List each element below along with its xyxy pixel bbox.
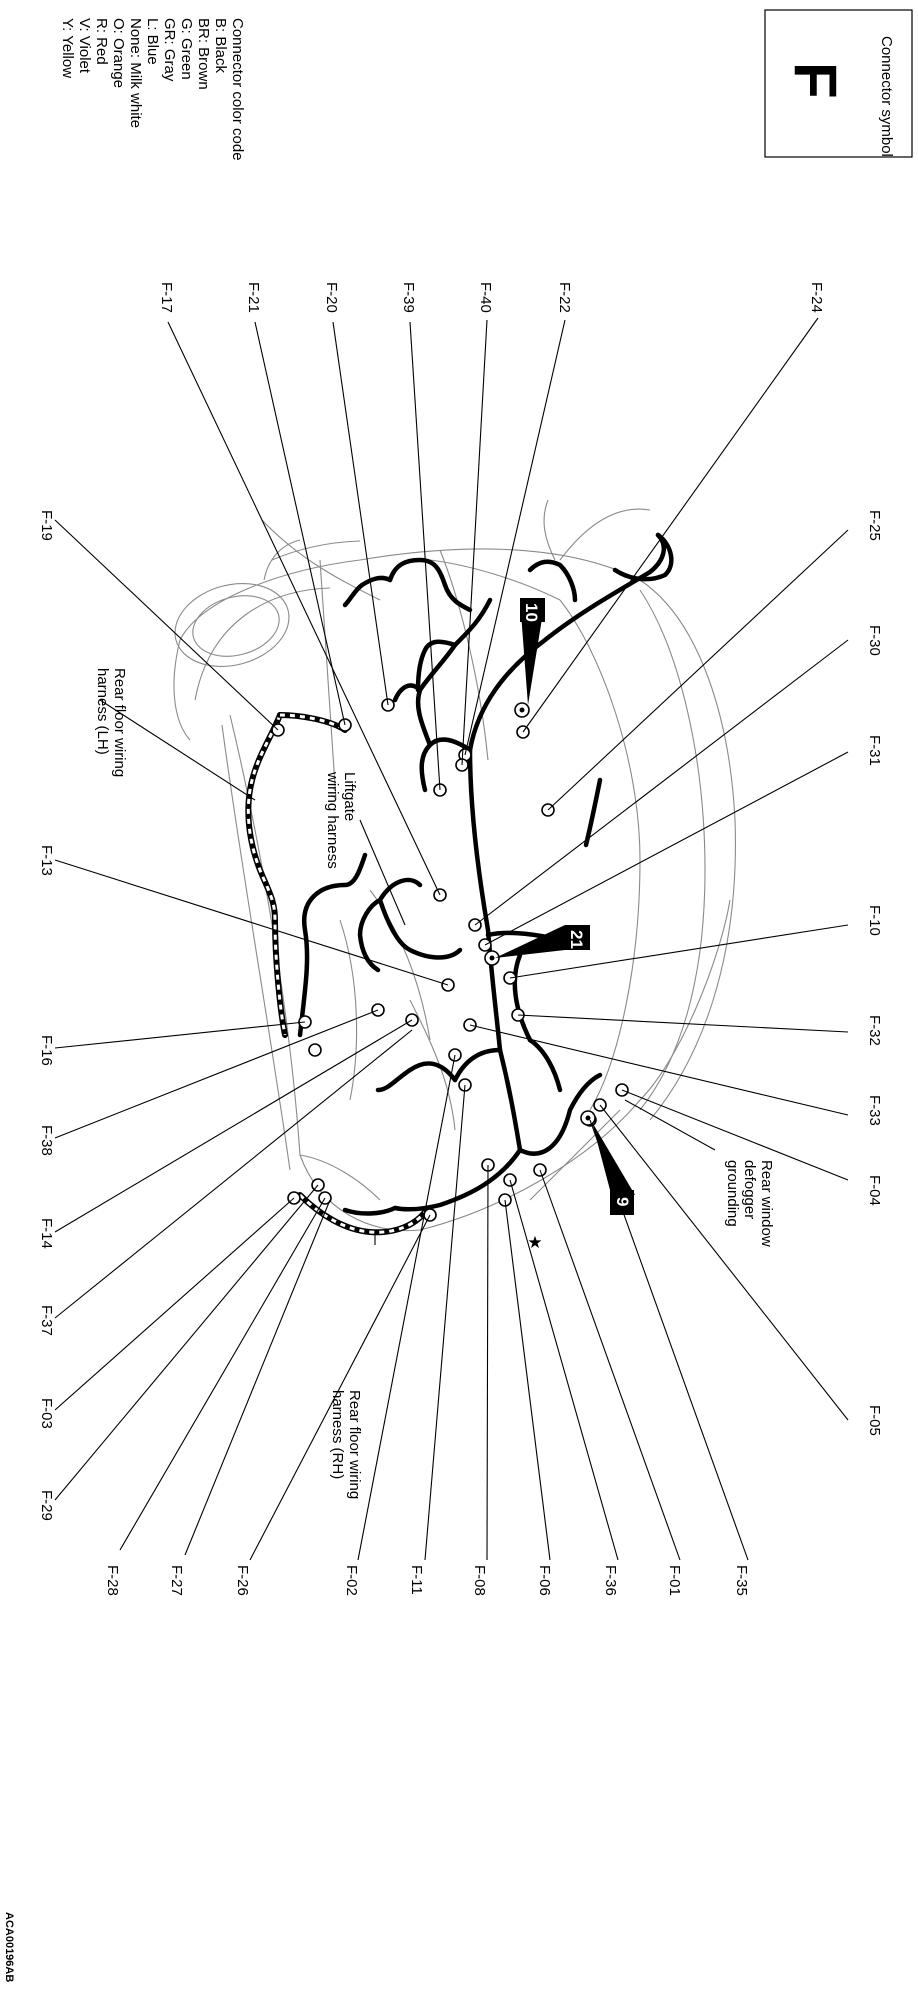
- label-f33: F-33: [866, 1095, 883, 1126]
- rear-floor-lh-dashed: [245, 712, 348, 1038]
- svg-text:10: 10: [522, 603, 541, 622]
- legend-black: B: Black: [212, 18, 229, 74]
- legend-orange: O: Orange: [110, 18, 127, 88]
- label-f38: F-38: [38, 1125, 55, 1156]
- svg-text:Rear window: Rear window: [758, 1160, 775, 1247]
- label-f03: F-03: [38, 1398, 55, 1429]
- label-f31: F-31: [866, 735, 883, 766]
- star-mark: ★: [527, 1233, 542, 1252]
- label-f14: F-14: [38, 1218, 55, 1249]
- label-f37: F-37: [38, 1305, 55, 1336]
- ground-tag-10: 10: [520, 598, 545, 705]
- legend-yellow: Y: Yellow: [59, 18, 76, 78]
- label-f32: F-32: [866, 1015, 883, 1046]
- right-labels: F-25 F-30 F-31 F-10 F-32 F-33 F-04 F-05: [866, 510, 883, 1436]
- label-f30: F-30: [866, 625, 883, 656]
- label-f20: F-20: [323, 282, 340, 313]
- legend-green: G: Green: [178, 18, 195, 80]
- label-f04: F-04: [866, 1175, 883, 1206]
- label-f24: F-24: [808, 282, 825, 313]
- bottom-labels: F-28 F-27 F-26 F-02 F-11 F-08 F-06 F-36 …: [104, 1565, 750, 1596]
- label-f01: F-01: [666, 1565, 683, 1596]
- label-f10: F-10: [866, 905, 883, 936]
- label-f39: F-39: [400, 282, 417, 313]
- legend-blue: L: Blue: [144, 18, 161, 65]
- ground-tag-21: 21: [495, 925, 590, 958]
- label-f02: F-02: [343, 1565, 360, 1596]
- svg-text:defogger: defogger: [741, 1160, 758, 1219]
- connector-symbol-heading-line1: Connector symbol: [878, 36, 895, 157]
- svg-text:9: 9: [613, 1197, 632, 1206]
- color-legend: Connector color code B: Black BR: Brown …: [59, 18, 246, 161]
- label-f22: F-22: [556, 282, 573, 313]
- label-f29: F-29: [38, 1490, 55, 1521]
- figure-code: ACA00196AB: [3, 1912, 15, 1982]
- svg-text:harness (LH): harness (LH): [94, 668, 111, 755]
- label-f13: F-13: [38, 845, 55, 876]
- annotation-rear-floor-lh: Rear floor wiring harness (LH): [94, 668, 128, 777]
- label-f28: F-28: [104, 1565, 121, 1596]
- label-f26: F-26: [234, 1565, 251, 1596]
- label-f06: F-06: [536, 1565, 553, 1596]
- ground-tag-9: 9: [592, 1122, 635, 1215]
- svg-text:wiring harness: wiring harness: [324, 771, 341, 869]
- label-f36: F-36: [602, 1565, 619, 1596]
- label-f40: F-40: [477, 282, 494, 313]
- legend-brown: BR: Brown: [195, 18, 212, 90]
- label-f35: F-35: [733, 1565, 750, 1596]
- label-f08: F-08: [471, 1565, 488, 1596]
- connector-symbol-letter: F: [782, 62, 849, 99]
- legend-red: R: Red: [93, 18, 110, 65]
- annotation-defogger: Rear window defogger grounding: [724, 1160, 775, 1247]
- label-f21: F-21: [245, 282, 262, 313]
- label-f25: F-25: [866, 510, 883, 541]
- legend-violet: V: Violet: [76, 18, 93, 74]
- label-f17: F-17: [158, 282, 175, 313]
- annotation-liftgate: Liftgate wiring harness: [324, 771, 358, 869]
- legend-gray: GR: Gray: [161, 18, 178, 82]
- label-f27: F-27: [168, 1565, 185, 1596]
- connector-symbol-box: Connector symbol F: [764, 9, 913, 158]
- label-f16: F-16: [38, 1035, 55, 1066]
- annotation-rear-floor-rh: Rear floor wiring harness (RH): [329, 1390, 363, 1499]
- connector-f38-marker: [308, 1043, 322, 1057]
- svg-text:Rear floor wiring: Rear floor wiring: [346, 1390, 363, 1499]
- top-labels: F-24 F-22 F-40 F-39 F-20 F-21 F-17: [158, 282, 825, 313]
- label-f05: F-05: [866, 1405, 883, 1436]
- left-labels: F-19 F-13 F-16 F-38 F-14 F-37 F-03 F-29: [38, 510, 55, 1521]
- svg-text:21: 21: [567, 930, 586, 949]
- svg-text:harness (RH): harness (RH): [329, 1390, 346, 1479]
- svg-text:Liftgate: Liftgate: [341, 772, 358, 821]
- legend-milk-white: None: Milk white: [127, 18, 144, 128]
- rear-floor-rh-dashed: [297, 1192, 428, 1236]
- label-f19: F-19: [38, 510, 55, 541]
- svg-text:Rear floor wiring: Rear floor wiring: [111, 668, 128, 777]
- harness-lines: [297, 532, 674, 1216]
- svg-text:grounding: grounding: [724, 1160, 741, 1227]
- label-f11: F-11: [408, 1565, 425, 1595]
- color-legend-title: Connector color code: [229, 18, 246, 161]
- leader-lines: [54, 317, 849, 1561]
- vehicle-body-outline: [173, 499, 736, 1232]
